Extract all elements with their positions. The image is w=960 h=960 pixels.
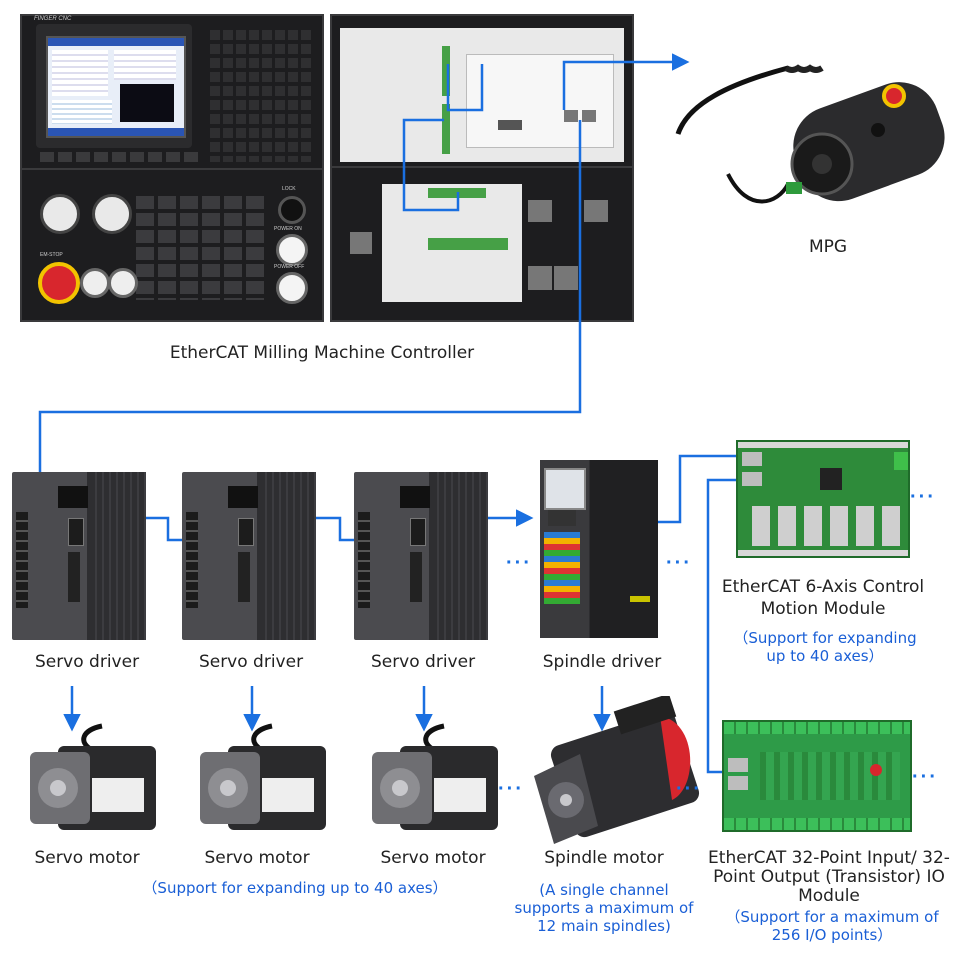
board-connector-1	[442, 46, 450, 96]
io-module-note: （Support for a maximum of 256 I/O points…	[725, 908, 939, 944]
operator-panel-divider	[22, 168, 322, 170]
motor-label-4: Spindle motor	[544, 848, 664, 868]
servo-expansion-note: （Support for expanding up to 40 axes）	[142, 879, 448, 897]
controller-label: EtherCAT Milling Machine Controller	[169, 343, 475, 363]
motor-label-3: Servo motor	[380, 848, 486, 868]
motor-ellipsis-2: ···	[676, 778, 702, 800]
mount-tab-a	[350, 232, 372, 254]
motor-ellipsis-1: ···	[498, 778, 524, 800]
alphanumeric-keypad[interactable]	[210, 26, 312, 162]
feed-override-dial[interactable]	[92, 194, 132, 234]
power-on-label: POWER ON	[274, 226, 302, 232]
motion-module-label-text: EtherCAT 6-Axis Control Motion Module	[721, 577, 925, 619]
motion-module-board	[736, 440, 910, 558]
cycle-button[interactable]	[108, 268, 138, 298]
controller-brand: FINGER CNC	[34, 16, 72, 22]
driver-label-4: Spindle driver	[542, 652, 662, 672]
motion-module-note: （Support for expanding up to 40 axes）	[733, 629, 917, 665]
dsub-connector[interactable]	[498, 120, 522, 130]
spindle-motor	[534, 696, 700, 844]
mount-tab-b	[528, 200, 552, 222]
em-stop-button[interactable]	[38, 262, 80, 304]
driver-label-1: Servo driver	[34, 652, 140, 672]
io-module-label: EtherCAT 32-Point Input/ 32-Point Output…	[704, 849, 954, 906]
main-control-board	[466, 54, 614, 148]
mpg-label: MPG	[808, 237, 848, 257]
mount-tab-d	[528, 266, 552, 290]
power-on-button[interactable]	[276, 234, 308, 266]
driver-label-2: Servo driver	[198, 652, 304, 672]
motor-label-1: Servo motor	[34, 848, 140, 868]
servo-motor-3	[372, 723, 498, 830]
ethercat-port[interactable]	[564, 110, 578, 122]
power-off-button[interactable]	[276, 272, 308, 304]
servo-motor-2	[200, 723, 326, 830]
ethernet-port[interactable]	[582, 110, 596, 122]
motion-module-label: EtherCAT 6-Axis Control Motion Module	[700, 576, 946, 620]
spindle-note: (A single channel supports a maximum of …	[514, 881, 694, 935]
io-module-board	[722, 720, 912, 832]
io-module-ellipsis: ···	[912, 766, 938, 788]
mpg-device	[675, 64, 945, 204]
board-connector-2	[442, 104, 450, 154]
driver-ellipsis-1: ···	[506, 552, 532, 574]
controller-front-panel: FINGER CNC EM-STOP LOCK POWER ON POWER O…	[20, 14, 324, 322]
servo-driver-3	[354, 472, 488, 640]
driver-label-3: Servo driver	[370, 652, 476, 672]
power-off-label: POWER OFF	[274, 264, 305, 270]
servo-driver-1	[12, 472, 146, 640]
spindle-driver	[540, 460, 658, 638]
io-module-label-text: EtherCAT 32-Point Input/ 32-Point Output…	[708, 848, 950, 906]
controller-back-panel	[330, 14, 634, 322]
controller-screen	[46, 36, 186, 138]
driver-ellipsis-2: ···	[666, 552, 692, 574]
mount-tab-e	[554, 266, 578, 290]
em-stop-label: EM-STOP	[40, 252, 63, 258]
spindle-override-dial[interactable]	[40, 194, 80, 234]
servo-motor-1	[30, 723, 156, 830]
lock-key-switch[interactable]	[278, 196, 306, 224]
function-key-row[interactable]	[40, 152, 200, 162]
machine-key-grid[interactable]	[136, 192, 268, 300]
mount-tab-c	[584, 200, 608, 222]
motor-label-2: Servo motor	[204, 848, 310, 868]
motion-module-ellipsis: ···	[910, 486, 936, 508]
io-terminal-lower	[428, 238, 508, 250]
back-divider	[332, 166, 632, 168]
servo-driver-2	[182, 472, 316, 640]
lock-label: LOCK	[282, 186, 296, 192]
